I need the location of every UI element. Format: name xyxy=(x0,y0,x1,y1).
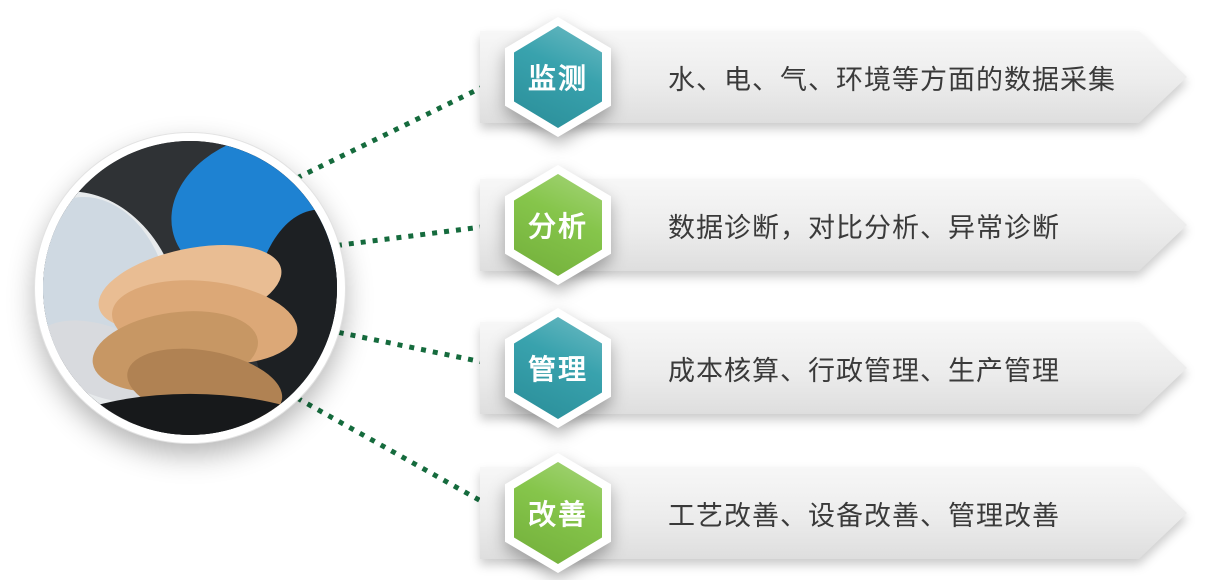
process-row-improve: 工艺改善、设备改善、管理改善 改善 xyxy=(480,453,1187,573)
badge-label: 管理 xyxy=(527,354,588,385)
banner-description: 水、电、气、环境等方面的数据采集 xyxy=(668,64,1116,95)
badge-improve: 改善 xyxy=(505,453,611,573)
banner-description: 工艺改善、设备改善、管理改善 xyxy=(668,500,1060,531)
badge-label: 改善 xyxy=(527,499,588,530)
process-row-monitor: 水、电、气、环境等方面的数据采集 监测 xyxy=(480,17,1187,137)
badge-analyze: 分析 xyxy=(505,165,611,285)
badge-monitor: 监测 xyxy=(505,17,611,137)
connector-line-2 xyxy=(324,222,498,250)
banner-description: 数据诊断，对比分析、异常诊断 xyxy=(668,212,1060,243)
teamwork-photo-art xyxy=(43,141,337,435)
connector-line-1 xyxy=(295,77,499,181)
photo-bottom-shadow xyxy=(43,393,337,435)
badge-manage: 管理 xyxy=(505,308,611,428)
connector-line-3 xyxy=(326,327,498,368)
banner-description: 成本核算、行政管理、生产管理 xyxy=(668,355,1060,386)
teamwork-photo xyxy=(35,133,345,443)
badge-label: 监测 xyxy=(527,63,588,94)
badge-label: 分析 xyxy=(527,211,588,242)
process-row-analyze: 数据诊断，对比分析、异常诊断 分析 xyxy=(480,165,1187,285)
process-row-manage: 成本核算、行政管理、生产管理 管理 xyxy=(480,308,1187,428)
connector-line-4 xyxy=(295,395,499,513)
